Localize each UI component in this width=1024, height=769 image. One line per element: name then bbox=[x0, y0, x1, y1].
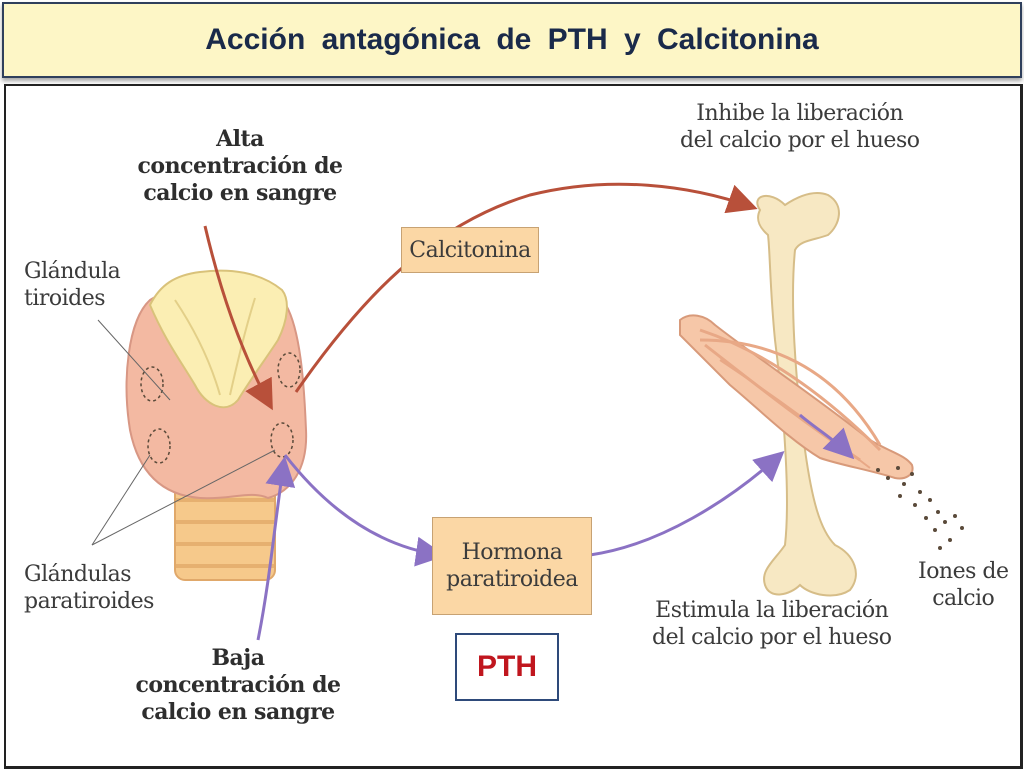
pth-box: PTH bbox=[455, 633, 559, 701]
low-calcium-line-3: calcio en sangre bbox=[141, 699, 335, 725]
low-calcium-label: Baja concentración de calcio en sangre bbox=[118, 645, 358, 726]
high-calcium-line-3: calcio en sangre bbox=[143, 180, 337, 206]
parathyroid-hormone-line-2: paratiroidea bbox=[446, 567, 578, 592]
low-calcium-line-1: Baja bbox=[211, 645, 265, 671]
calcium-ions-line-1: Iones de bbox=[918, 559, 1009, 584]
low-calcium-line-2: concentración de bbox=[135, 672, 341, 698]
high-calcium-label: Alta concentración de calcio en sangre bbox=[120, 126, 360, 207]
calcium-ion-dots bbox=[876, 466, 964, 550]
calcitonin-arrows bbox=[203, 182, 758, 411]
stimulates-label: Estimula la liberación del calcio por el… bbox=[652, 597, 892, 651]
parathyroid-glands-label: Glándulas paratiroides bbox=[24, 561, 154, 615]
pth-arrows bbox=[256, 413, 855, 641]
inhibits-label: Inhibe la liberación del calcio por el h… bbox=[680, 100, 920, 154]
calcium-ions-line-2: calcio bbox=[932, 586, 995, 611]
thyroid-gland-line-2: tiroides bbox=[24, 286, 106, 311]
calcitonin-box: Calcitonina bbox=[401, 227, 539, 273]
title-bar: Acción antagónica de PTH y Calcitonina bbox=[2, 2, 1022, 78]
thyroid-gland-label: Glándula tiroides bbox=[24, 258, 121, 312]
page-title: Acción antagónica de PTH y Calcitonina bbox=[205, 23, 819, 56]
high-calcium-line-2: concentración de bbox=[137, 153, 343, 179]
stimulates-line-1: Estimula la liberación bbox=[655, 598, 889, 623]
thyroid-gland-shape bbox=[125, 269, 308, 500]
high-calcium-line-1: Alta bbox=[216, 126, 264, 152]
parathyroid-glands-line-1: Glándulas bbox=[24, 562, 132, 587]
stimulates-line-2: del calcio por el hueso bbox=[652, 625, 892, 650]
inhibits-line-1: Inhibe la liberación bbox=[696, 101, 904, 126]
parathyroid-hormone-box: Hormona paratiroidea bbox=[432, 517, 592, 615]
parathyroid-glands-line-2: paratiroides bbox=[24, 589, 154, 614]
femur-bone bbox=[756, 192, 857, 597]
parathyroid-glands-shape bbox=[140, 352, 301, 464]
thyroid-gland-line-1: Glándula bbox=[24, 259, 121, 284]
parathyroid-hormone-line-1: Hormona bbox=[461, 540, 563, 565]
calcium-ions-label: Iones de calcio bbox=[918, 558, 1009, 612]
leader-lines bbox=[91, 319, 276, 546]
inhibits-line-2: del calcio por el hueso bbox=[680, 128, 920, 153]
